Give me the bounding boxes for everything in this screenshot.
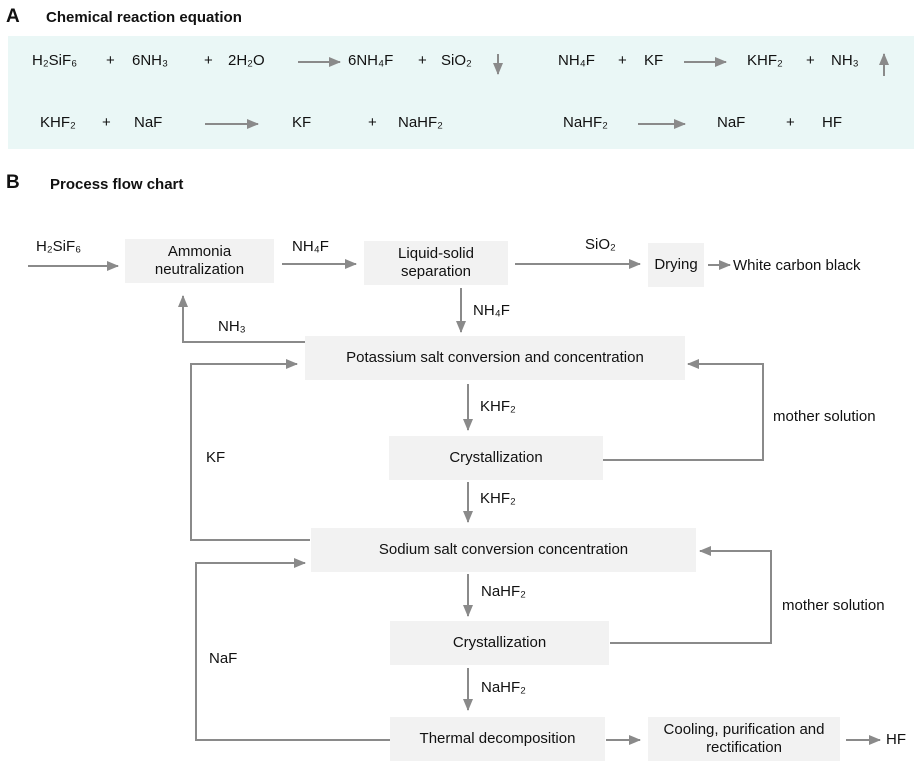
kf-return-label: KF bbox=[206, 449, 226, 466]
eq1-product-sio2: SiO₂ bbox=[441, 52, 472, 69]
eq2-plus-1: + bbox=[618, 52, 627, 69]
nh3-return-arrow bbox=[178, 295, 305, 343]
nh4f-down-label: NH₄F bbox=[473, 302, 510, 319]
sio2-flow-label: SiO₂ bbox=[585, 236, 616, 253]
thermal-decomposition-box: Thermal decomposition bbox=[390, 717, 605, 761]
equation-arrows-overlay bbox=[205, 53, 889, 129]
panel-a-letter: A bbox=[6, 6, 20, 27]
panel-a-title: Chemical reaction equation bbox=[46, 9, 242, 26]
eq1-plus-2: + bbox=[204, 52, 213, 69]
nh4f-flow-label: NH₄F bbox=[292, 238, 329, 255]
white-carbon-black-label: White carbon black bbox=[733, 257, 861, 274]
eq2-reactant-kf: KF bbox=[644, 52, 664, 69]
eq3-reactant-naf: NaF bbox=[134, 114, 163, 131]
panel-b-letter: B bbox=[6, 172, 20, 193]
crystallization-1-box: Crystallization bbox=[389, 436, 603, 480]
liquid-solid-separation-box: Liquid-solid separation bbox=[364, 241, 508, 285]
eq1-plus-3: + bbox=[418, 52, 427, 69]
mother1-return-arrow bbox=[603, 359, 764, 461]
eq3-product-nahf2: NaHF₂ bbox=[398, 114, 443, 131]
eq1-reactant-h2o: 2H₂O bbox=[228, 52, 265, 69]
panel-b-title: Process flow chart bbox=[50, 176, 184, 193]
eq1-product-nh4f: 6NH₄F bbox=[348, 52, 394, 69]
crystallization-2-box: Crystallization bbox=[390, 621, 609, 665]
drying-box: Drying bbox=[648, 243, 704, 287]
eq4-reactant-nahf2: NaHF₂ bbox=[563, 114, 608, 131]
eq4-product-hf: HF bbox=[822, 114, 842, 131]
mother2-return-arrow bbox=[610, 546, 772, 644]
eq3-plus-1: + bbox=[102, 114, 111, 131]
khf2-flow-label-1: KHF₂ bbox=[480, 398, 516, 415]
eq1-plus-1: + bbox=[106, 52, 115, 69]
mother-solution-label-2: mother solution bbox=[782, 597, 885, 614]
potassium-conversion-box: Potassium salt conversion and concentrat… bbox=[305, 336, 685, 380]
eq2-reactant-nh4f: NH₄F bbox=[558, 52, 595, 69]
eq4-plus-1: + bbox=[786, 114, 795, 131]
ammonia-neutralization-box: Ammonia neutralization bbox=[125, 239, 274, 283]
cooling-purification-box: Cooling, purification and rectification bbox=[648, 717, 840, 761]
eq3-product-kf: KF bbox=[292, 114, 312, 131]
eq2-product-khf2: KHF₂ bbox=[747, 52, 783, 69]
eq2-plus-2: + bbox=[806, 52, 815, 69]
input-h2sif6-label: H₂SiF₆ bbox=[36, 238, 82, 255]
eq1-reactant-h2sif6: H₂SiF₆ bbox=[32, 52, 78, 69]
eq1-reactant-nh3: 6NH₃ bbox=[132, 52, 169, 69]
kf-return-arrow bbox=[190, 359, 310, 541]
eq3-plus-2: + bbox=[368, 114, 377, 131]
nahf2-flow-label-1: NaHF₂ bbox=[481, 583, 526, 600]
mother-solution-label-1: mother solution bbox=[773, 408, 876, 425]
eq2-product-nh3: NH₃ bbox=[831, 52, 859, 69]
sodium-conversion-box: Sodium salt conversion concentration bbox=[311, 528, 696, 572]
eq4-product-naf: NaF bbox=[717, 114, 746, 131]
eq3-reactant-khf2: KHF₂ bbox=[40, 114, 76, 131]
naf-return-label: NaF bbox=[209, 650, 238, 667]
naf-return-arrow bbox=[195, 558, 390, 741]
nahf2-flow-label-2: NaHF₂ bbox=[481, 679, 526, 696]
hf-output-label: HF bbox=[886, 731, 906, 748]
khf2-flow-label-2: KHF₂ bbox=[480, 490, 516, 507]
nh3-return-label: NH₃ bbox=[218, 318, 246, 335]
equation-panel bbox=[8, 36, 914, 149]
